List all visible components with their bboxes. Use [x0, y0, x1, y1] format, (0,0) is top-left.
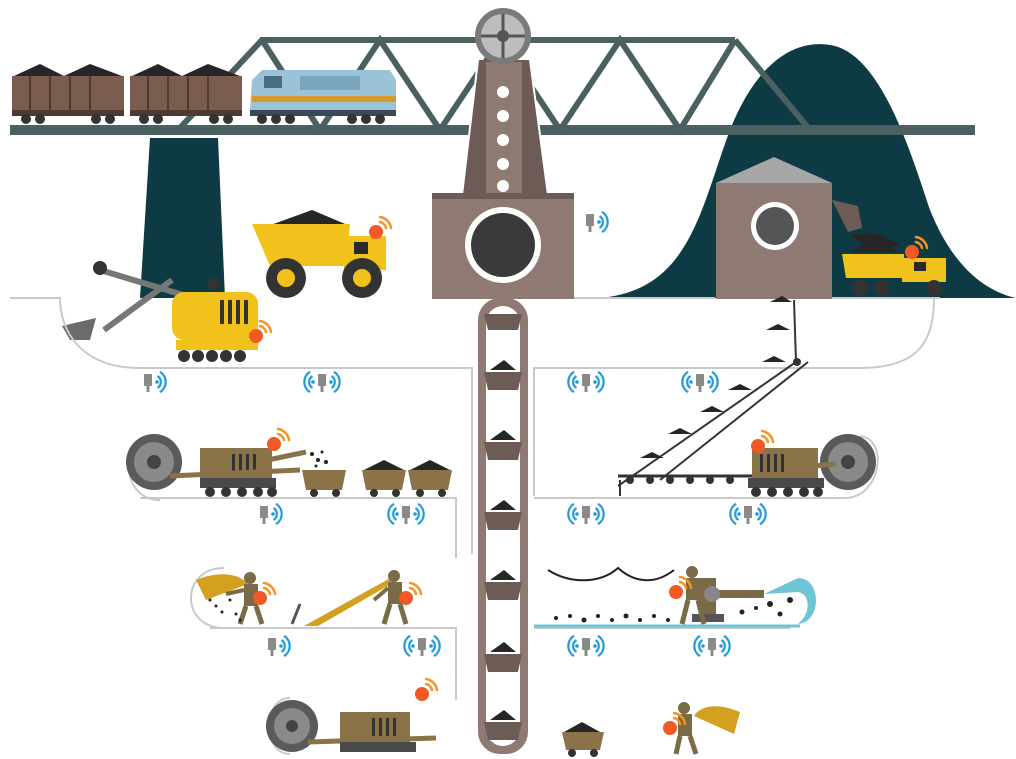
mine-car-loaded — [408, 460, 452, 497]
continuous-miner — [748, 434, 876, 497]
wifi-sensor-icon — [304, 372, 339, 392]
wifi-sensor-icon — [388, 504, 423, 524]
signal-emitter-icon — [415, 679, 437, 701]
coal-slurry — [554, 597, 793, 623]
wifi-sensor-icon — [730, 504, 765, 524]
locomotive — [250, 70, 396, 124]
wifi-sensor-icon — [568, 504, 603, 524]
wifi-sensor-icon — [586, 212, 608, 232]
headframe — [462, 8, 548, 196]
left-coal-column — [140, 138, 225, 298]
wifi-sensor-icon — [568, 636, 603, 656]
pickaxe — [292, 604, 300, 624]
wifi-sensor-icon — [404, 636, 439, 656]
wifi-sensor-icon — [568, 372, 603, 392]
wifi-sensor-icon — [682, 372, 717, 392]
skip-shaft — [478, 298, 528, 754]
continuous-miner — [266, 700, 436, 752]
coal-spray — [209, 599, 242, 622]
wifi-sensor-icon — [144, 372, 166, 392]
haul-truck — [252, 210, 386, 298]
mine-car-loaded — [562, 722, 604, 757]
power-cable — [548, 568, 674, 580]
wifi-sensor-icon — [260, 504, 282, 524]
coal-spray — [310, 451, 328, 468]
wifi-sensor-icon — [268, 636, 290, 656]
tunnel-outlines — [10, 298, 940, 754]
coal-railcar — [12, 64, 124, 124]
hoist-building — [432, 193, 574, 299]
mine-car-loaded — [362, 460, 406, 497]
sheave-wheel — [475, 8, 531, 64]
wifi-sensor-icon — [694, 636, 729, 656]
signal-emitter-icon — [399, 583, 421, 605]
signal-emitter-icon — [369, 217, 391, 239]
worker-drilling — [196, 572, 262, 624]
signal-emitter-icon — [267, 429, 289, 451]
worker-drilling — [676, 702, 740, 754]
train — [12, 64, 396, 124]
mine-car-empty — [302, 470, 346, 497]
coal-railcar — [130, 64, 242, 124]
